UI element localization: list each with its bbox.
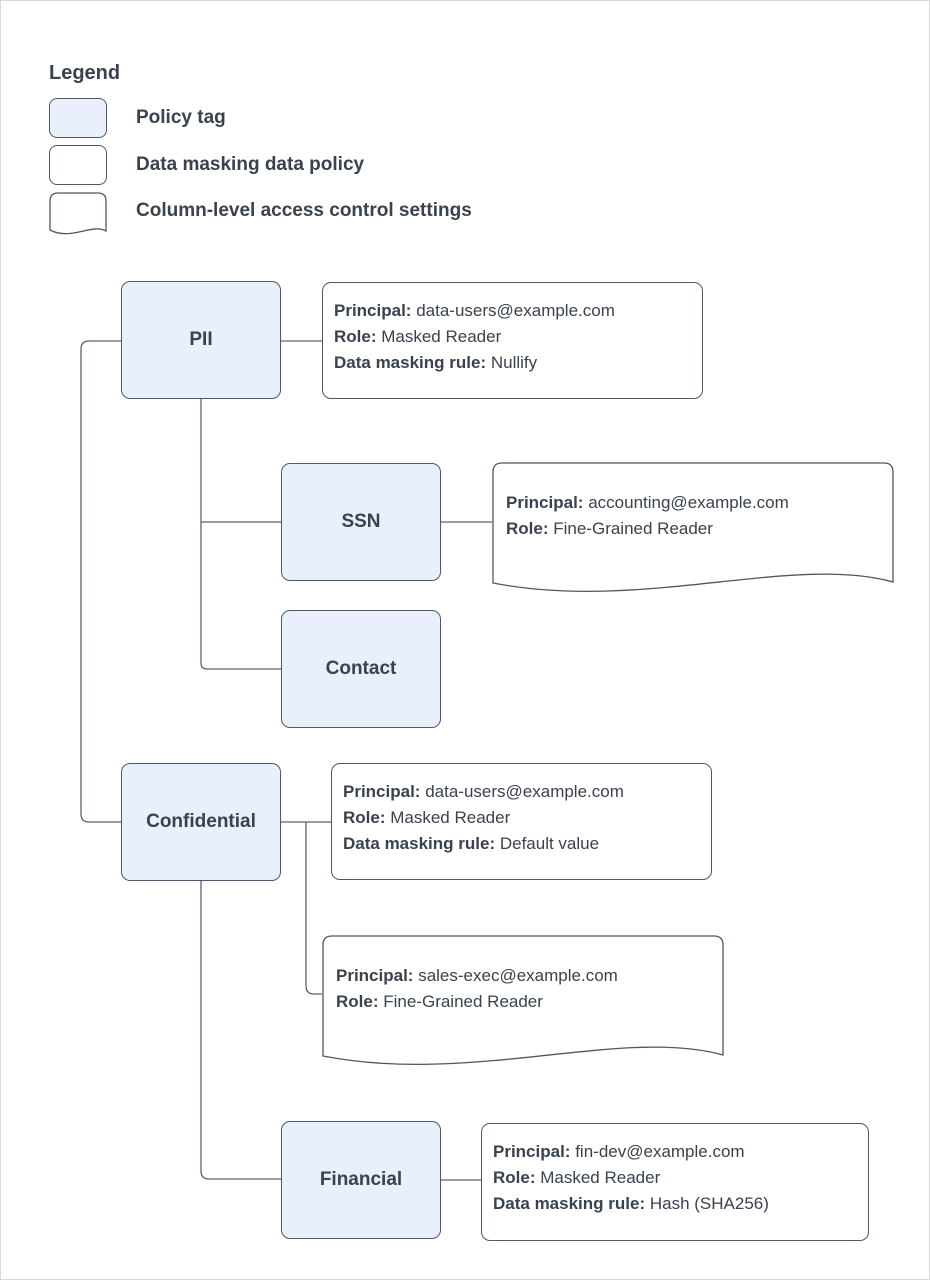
connector-confidential-financial	[200, 881, 281, 1180]
role-line: Role: Fine-Grained Reader	[506, 519, 713, 538]
legend-item-policy-tag: Policy tag	[49, 98, 472, 138]
masking-rule-line: Data masking rule: Default value	[343, 834, 600, 853]
access-control-confidential: Principal: sales-exec@example.com Role: …	[322, 935, 724, 1085]
legend-title: Legend	[49, 62, 121, 84]
data-policy-confidential: Principal: data-users@example.com Role: …	[331, 763, 712, 880]
policy-tag-contact: Contact	[281, 610, 441, 728]
policy-tag-swatch	[49, 98, 107, 138]
policy-tag-confidential: Confidential	[121, 763, 281, 881]
masking-rule-line: Data masking rule: Hash (SHA256)	[493, 1194, 769, 1213]
principal-line: Principal: data-users@example.com	[334, 301, 615, 320]
connector-trunk-pii-confidential	[80, 340, 121, 823]
principal-line: Principal: fin-dev@example.com	[493, 1142, 745, 1161]
policy-tag-pii: PII	[121, 281, 281, 399]
role-line: Role: Fine-Grained Reader	[336, 992, 543, 1011]
legend: Legend Policy tag Data masking data poli…	[49, 61, 472, 249]
masking-rule-line: Data masking rule: Nullify	[334, 353, 538, 372]
access-control-ssn: Principal: accounting@example.com Role: …	[492, 462, 894, 612]
policy-tag-label: Confidential	[146, 811, 256, 832]
data-policy-financial: Principal: fin-dev@example.com Role: Mas…	[481, 1123, 869, 1241]
principal-line: Principal: accounting@example.com	[506, 493, 789, 512]
policy-tag-ssn: SSN	[281, 463, 441, 581]
role-line: Role: Masked Reader	[334, 327, 502, 346]
principal-line: Principal: sales-exec@example.com	[336, 966, 618, 985]
access-control-text: Principal: sales-exec@example.com Role: …	[336, 963, 618, 1015]
data-policy-pii: Principal: data-users@example.com Role: …	[322, 282, 703, 399]
document-shape-swatch	[49, 192, 107, 235]
policy-tag-label: SSN	[341, 511, 381, 532]
policy-tag-label: Financial	[319, 1169, 403, 1190]
policy-tag-label: PII	[189, 329, 213, 350]
document-shape	[322, 935, 724, 1065]
legend-item-label: Data masking data policy	[136, 154, 365, 175]
role-line: Role: Masked Reader	[343, 808, 511, 827]
access-control-text: Principal: accounting@example.com Role: …	[506, 490, 789, 542]
role-line: Role: Masked Reader	[493, 1168, 661, 1187]
legend-item-data-policy: Data masking data policy	[49, 145, 472, 185]
principal-line: Principal: data-users@example.com	[343, 782, 624, 801]
connector-pii-children	[200, 399, 281, 670]
legend-item-label: Policy tag	[136, 107, 226, 128]
policy-tag-financial: Financial	[281, 1121, 441, 1239]
legend-item-label: Column-level access control settings	[136, 200, 472, 221]
policy-tag-label: Contact	[325, 658, 397, 679]
connector-confidential-access	[305, 822, 322, 995]
legend-item-access-control: Column-level access control settings	[49, 192, 472, 242]
data-policy-swatch	[49, 145, 107, 185]
document-shape	[492, 462, 894, 592]
